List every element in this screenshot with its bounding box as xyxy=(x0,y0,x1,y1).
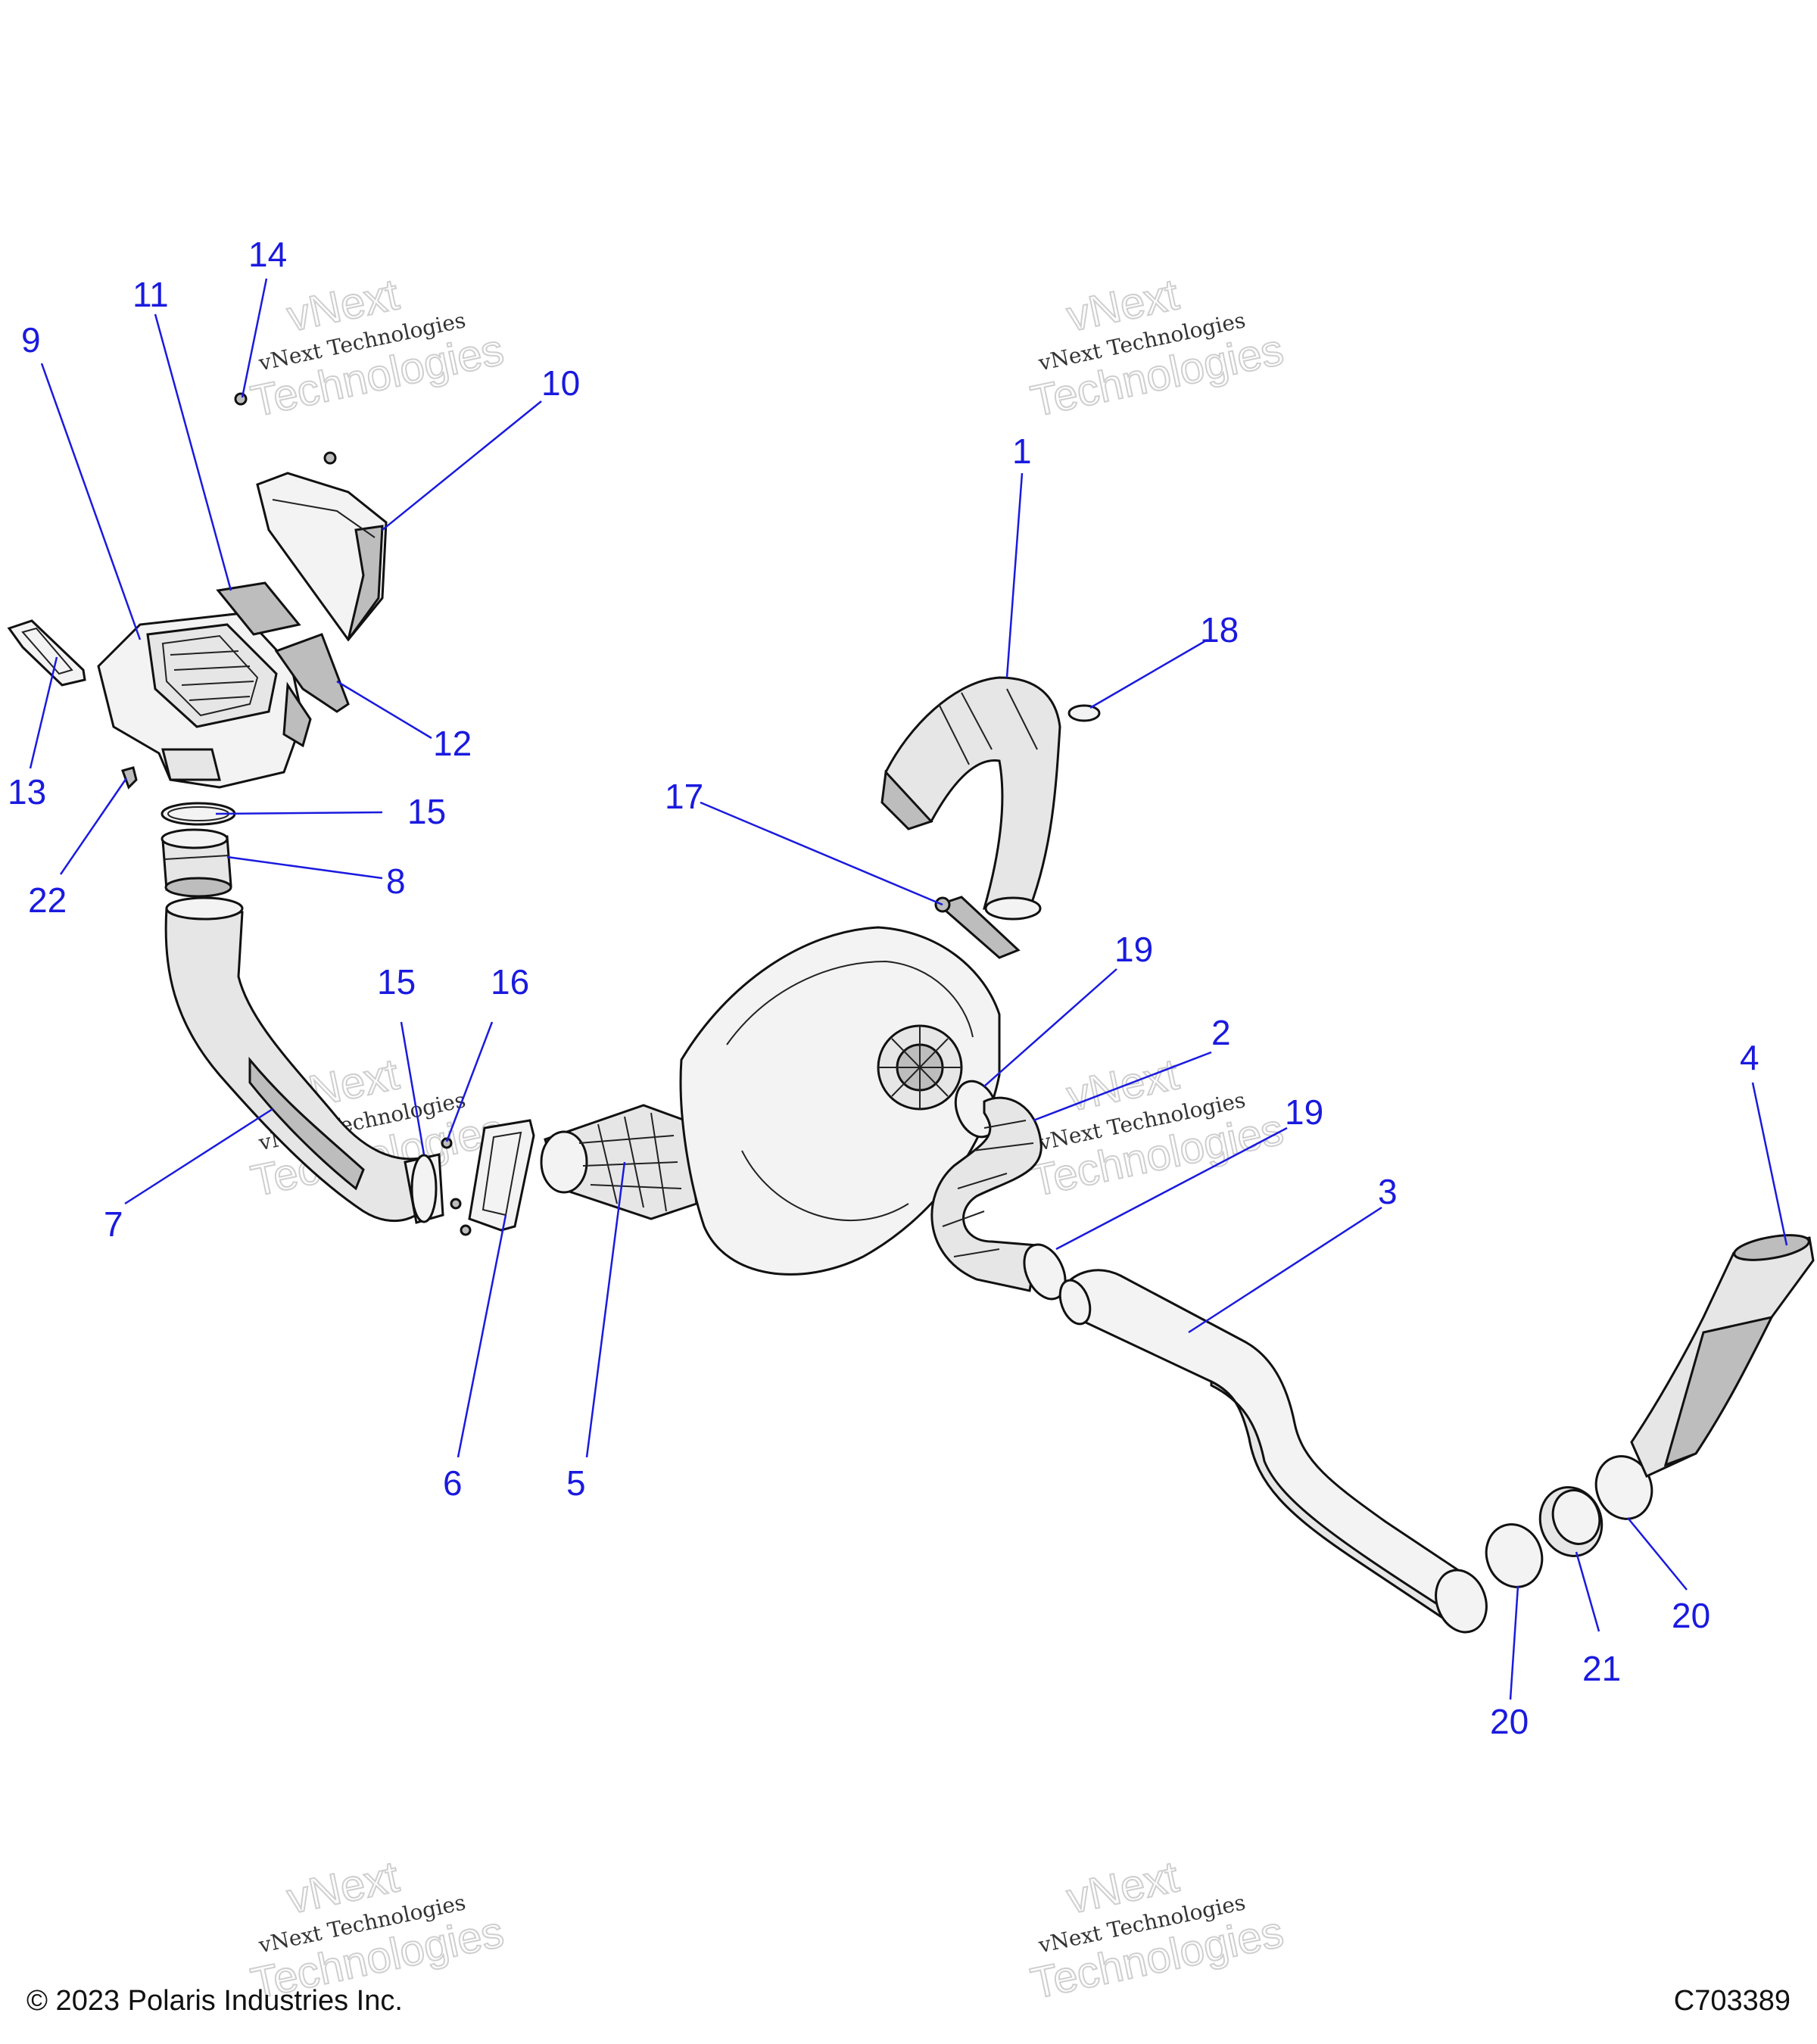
callout-11: 11 xyxy=(132,275,169,314)
watermark-top-left: vNext vNext Technologies Technologies xyxy=(246,269,509,427)
part-22-push-rivet xyxy=(121,766,138,790)
part-17-gasket xyxy=(934,896,1021,959)
leader-14 xyxy=(241,278,268,398)
watermark-mid-right: vNext vNext Technologies Technologies xyxy=(1026,1048,1289,1207)
callout-1: 1 xyxy=(1012,432,1032,471)
callout-5: 5 xyxy=(566,1463,586,1503)
callout-2: 2 xyxy=(1211,1013,1231,1052)
cvt-housing-cover xyxy=(679,926,1001,1276)
callout-18: 18 xyxy=(1200,610,1239,650)
part-20-clamp-left xyxy=(1485,1523,1544,1588)
drawing-number: C703389 xyxy=(1674,1985,1791,2017)
callout-7: 7 xyxy=(104,1204,123,1244)
leader-12 xyxy=(336,680,432,740)
callout-3: 3 xyxy=(1378,1172,1398,1211)
part-18-o-ring xyxy=(1067,704,1101,722)
part-3-long-duct xyxy=(1058,1269,1488,1634)
callout-9: 9 xyxy=(21,320,41,360)
leader-19b xyxy=(1055,1126,1288,1251)
part-20-clamp-right xyxy=(1594,1455,1653,1520)
leader-16 xyxy=(445,1021,494,1142)
part-8-coupler xyxy=(161,828,232,898)
leader-8 xyxy=(226,855,383,880)
watermark-bottom-right: vNext vNext Technologies Technologies xyxy=(1026,1851,1289,2009)
leader-20b xyxy=(1627,1517,1688,1591)
part-12-filter-panel xyxy=(274,633,350,713)
leader-10 xyxy=(382,400,542,531)
part-13-cover-plate xyxy=(7,619,86,687)
leader-6 xyxy=(457,1214,507,1458)
callout-19b: 19 xyxy=(1285,1092,1323,1132)
part-21-coupler xyxy=(1538,1486,1604,1557)
part-16-screws xyxy=(441,1137,472,1236)
part-2-elbow-duct xyxy=(930,1096,1043,1292)
callout-19a: 19 xyxy=(1114,930,1153,969)
leader-7 xyxy=(124,1108,273,1205)
callout-20b: 20 xyxy=(1672,1596,1710,1635)
part-10-duct-shroud xyxy=(256,472,388,642)
callout-22: 22 xyxy=(28,880,67,920)
callout-20a: 20 xyxy=(1490,1702,1529,1741)
part-19-clamp-lower xyxy=(1023,1243,1067,1301)
callout-17: 17 xyxy=(665,777,703,816)
part-5-inlet-duct xyxy=(540,1104,698,1220)
part-6-seal xyxy=(468,1119,535,1232)
copyright-text: © 2023 Polaris Industries Inc. xyxy=(26,1985,403,2017)
part-4-outlet-pipe xyxy=(1630,1234,1815,1478)
leader-15b xyxy=(400,1021,425,1155)
leader-3 xyxy=(1188,1206,1382,1334)
callout-8: 8 xyxy=(386,862,406,901)
callout-14: 14 xyxy=(248,235,287,274)
callout-15b: 15 xyxy=(377,962,416,1002)
part-1-outlet-duct xyxy=(880,676,1061,921)
leader-19a xyxy=(983,968,1117,1087)
leader-11 xyxy=(154,313,232,591)
part-11-filter-panel xyxy=(216,581,301,636)
callout-13: 13 xyxy=(8,772,46,812)
callout-15a: 15 xyxy=(407,792,446,831)
watermark-bottom-left: vNext vNext Technologies Technologies xyxy=(246,1851,509,2009)
leader-20a xyxy=(1509,1585,1519,1700)
leader-22 xyxy=(59,777,128,875)
callout-21: 21 xyxy=(1582,1649,1621,1688)
leader-9 xyxy=(40,363,142,640)
leader-17 xyxy=(700,801,943,906)
part-15-clamp-lower xyxy=(410,1154,438,1223)
leader-1 xyxy=(1005,472,1024,678)
callout-16: 16 xyxy=(491,962,529,1002)
callout-12: 12 xyxy=(433,724,472,763)
leader-13 xyxy=(29,656,58,769)
part-9-intake-housing xyxy=(97,612,312,789)
watermark-top-right: vNext vNext Technologies Technologies xyxy=(1026,269,1289,427)
leader-2 xyxy=(1033,1051,1212,1122)
leader-5 xyxy=(585,1161,626,1458)
callout-10: 10 xyxy=(541,363,580,403)
leader-15a xyxy=(215,811,383,815)
callout-4: 4 xyxy=(1740,1038,1759,1077)
part-13-inner-outline xyxy=(21,627,73,675)
leader-21 xyxy=(1575,1551,1600,1632)
callout-6: 6 xyxy=(443,1463,463,1503)
leader-4 xyxy=(1751,1082,1788,1246)
leader-18 xyxy=(1089,638,1208,709)
